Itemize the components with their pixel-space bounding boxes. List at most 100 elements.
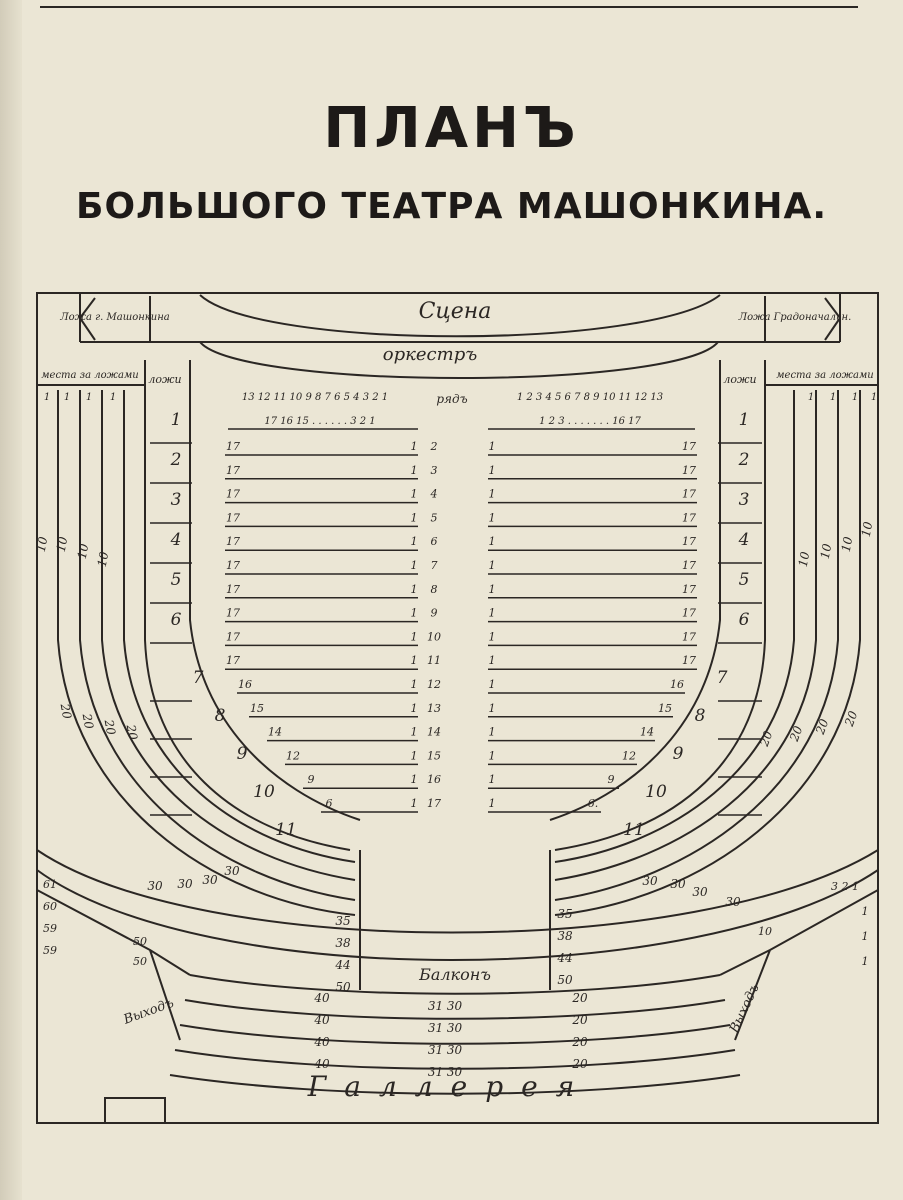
left-ring-balcony-number: 30 [224,864,240,878]
page-subtitle: БОЛЬШОГО ТЕАТРА МАШОНКИНА. [76,186,827,227]
right-ring-2 [554,390,839,901]
parterre-left-end-seat: 17 [226,440,240,453]
parterre-right-end-seat: 9 [608,773,615,786]
box-left-number: 10 [253,782,275,802]
parterre-left-aisle-seat: 1 [411,488,418,501]
balcony-row-right: 20 [571,1035,588,1049]
parterre-right-aisle-seat: 1 [489,583,496,596]
gallery-right-number: 1 [862,905,869,918]
parterre-left-end-seat: 12 [286,749,300,762]
parterre-left-aisle-seat: 1 [411,678,418,691]
right-ring-mid-number: 10 [796,550,813,568]
parterre-left-aisle-seat: 1 [411,464,418,477]
box-right-number: 7 [717,668,728,688]
parterre-right-end-seat: 14 [640,726,654,739]
box-left-number: 1 [171,410,182,430]
box-left-number: 3 [171,490,182,510]
gallery-row-5 [169,1074,741,1095]
balcony-row-left: 40 [313,991,330,1005]
box-right-number: 10 [645,782,667,802]
parterre-left-aisle-seat: 1 [411,607,418,620]
right-ring-start-number: 1 [830,392,836,403]
parterre-right-aisle-seat: 1 [489,535,496,548]
stage-label: Сцена [419,299,492,324]
gallery-label: Галлерея [307,1070,593,1103]
box-right-number: 8 [695,706,706,726]
left-ring-balcony-number: 30 [177,877,193,891]
right-ring-end-number: 20 [757,729,776,749]
left-ring-start-number: 1 [44,392,50,403]
right-ring-start-number: 1 [871,392,877,403]
header-right: 1 2 3 4 5 6 7 8 9 10 11 12 13 [517,392,663,403]
parterre-left-end-seat: 9 [308,773,315,786]
parterre-right-end-seat: 16 [670,678,684,691]
parterre-left-end-seat: 17 [226,583,240,596]
parterre-right-end-seat: 6. [588,797,599,810]
row-label: рядъ [436,392,467,406]
parterre-right-aisle-seat: 1 [489,654,496,667]
gallery-left-inner-number: 50 [133,955,147,968]
left-ring-2 [79,390,356,901]
parterre-left-aisle-seat: 1 [411,583,418,596]
parterre-right-end-seat: 17 [682,488,696,501]
right-ring-balcony-number: 30 [725,895,741,909]
top-rule [40,6,858,8]
parterre-left-end-seat: 17 [226,630,240,643]
parterre-row-number: 12 [427,678,441,691]
box-left-number: 6 [171,610,182,630]
balcony-right-number: 44 [556,951,572,965]
parterre-left-aisle-seat: 1 [411,654,418,667]
parterre-left-aisle-seat: 1 [411,749,418,762]
gallery-right-number: 3 2 1 [831,880,859,893]
box-left-number: 8 [215,706,226,726]
balcony-right-number: 38 [557,929,573,943]
left-ring-mid-number: 10 [34,535,51,553]
right-ring-balcony-number: 30 [692,885,708,899]
balcony-row-left: 40 [313,1013,330,1027]
parterre-right-aisle-seat: 1 [489,559,496,572]
parterre-left-aisle-seat: 1 [411,797,418,810]
box-arrows [79,297,841,341]
box-right-number: 6 [739,610,750,630]
parterre-left-aisle-seat: 1 [411,511,418,524]
parterre-right-aisle-seat: 1 [489,726,496,739]
box-left-label: Ложа г. Машонкина [59,312,170,323]
parterre-right-end-seat: 12 [622,749,636,762]
row1-right: 1 2 3 . . . . . . . 16 17 [539,416,641,427]
gallery-row-2 [184,999,726,1020]
balcony-back [36,869,879,961]
exit-box-left [104,1097,166,1124]
right-ring-mid-number: 10 [859,520,876,538]
parterre-left-end-seat: 17 [226,559,240,572]
box-left-number: 5 [171,570,182,590]
balcony-left-number: 38 [335,936,351,950]
parterre-left-aisle-seat: 1 [411,726,418,739]
gallery-left-inner-number: 50 [133,935,147,948]
parterre-left-end-seat: 6 [326,797,333,810]
balcony-right-number: 35 [557,907,572,921]
parterre-right-end-seat: 17 [682,583,696,596]
parterre-row-number: 6 [431,535,438,548]
box-left-number: 11 [275,820,297,840]
orchestra-label: оркестръ [383,344,477,365]
right-box-outer [554,360,766,851]
parterre-row-number: 15 [427,749,441,762]
parterre-right-aisle-seat: 1 [489,464,496,477]
box-right-number: 5 [739,570,750,590]
parterre-right-aisle-seat: 1 [489,749,496,762]
balcony-row-right: 20 [571,991,588,1005]
balcony-row-center: 31 30 [428,1043,463,1057]
gallery-left-number: 60 [43,900,57,913]
left-ring-start-number: 1 [110,392,116,403]
box-right-number: 9 [673,744,684,764]
parterre-right-aisle-seat: 1 [489,702,496,715]
parterre-row-number: 5 [431,511,438,524]
parterre-left-end-seat: 17 [226,488,240,501]
box-left-number: 4 [170,530,182,550]
parterre-row-number: 10 [427,630,441,643]
balcony-label: Балконъ [418,965,491,984]
boxes-right-label: ложи [723,373,756,386]
left-ring-end-number: 20 [102,718,119,737]
parterre-right-aisle-seat: 1 [489,630,496,643]
